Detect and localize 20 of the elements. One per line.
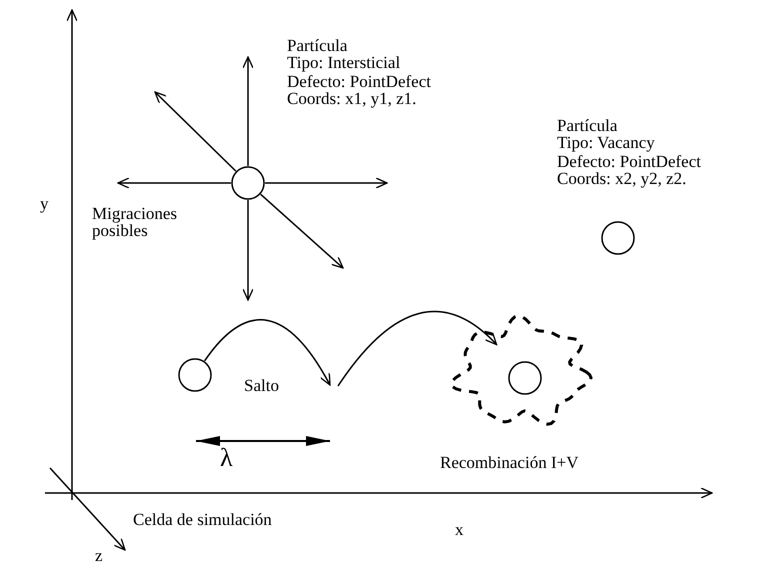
migration-arrow [260, 194, 344, 269]
migration-arrow [117, 177, 231, 189]
recombination-label: Recombinación I+V [440, 454, 580, 471]
migration-arrow [242, 56, 254, 166]
text-label: Salto [244, 377, 279, 394]
axis-label: x [455, 521, 464, 538]
text-label: Celda de simulación [133, 511, 272, 528]
particle-info: Partícula Tipo: Vacancy [557, 117, 656, 151]
axis-label: z [95, 547, 103, 564]
dimension-label: λ [220, 445, 233, 471]
jump-arrow [204, 319, 331, 386]
particle-info: Defecto: PointDefect Coords: x2, y2, z2. [557, 153, 702, 187]
axis-label: y [40, 195, 48, 212]
migration-arrow [265, 177, 388, 189]
particle-info: Defecto: PointDefect Coords: x1, y1, z1. [287, 73, 432, 107]
particle-info: Partícula Tipo: Intersticial [287, 37, 402, 71]
migration-arrow [154, 91, 236, 172]
migration-arrow [242, 200, 254, 301]
jump-arrow [337, 310, 498, 386]
text-label: Migraciones posibles [92, 205, 178, 239]
